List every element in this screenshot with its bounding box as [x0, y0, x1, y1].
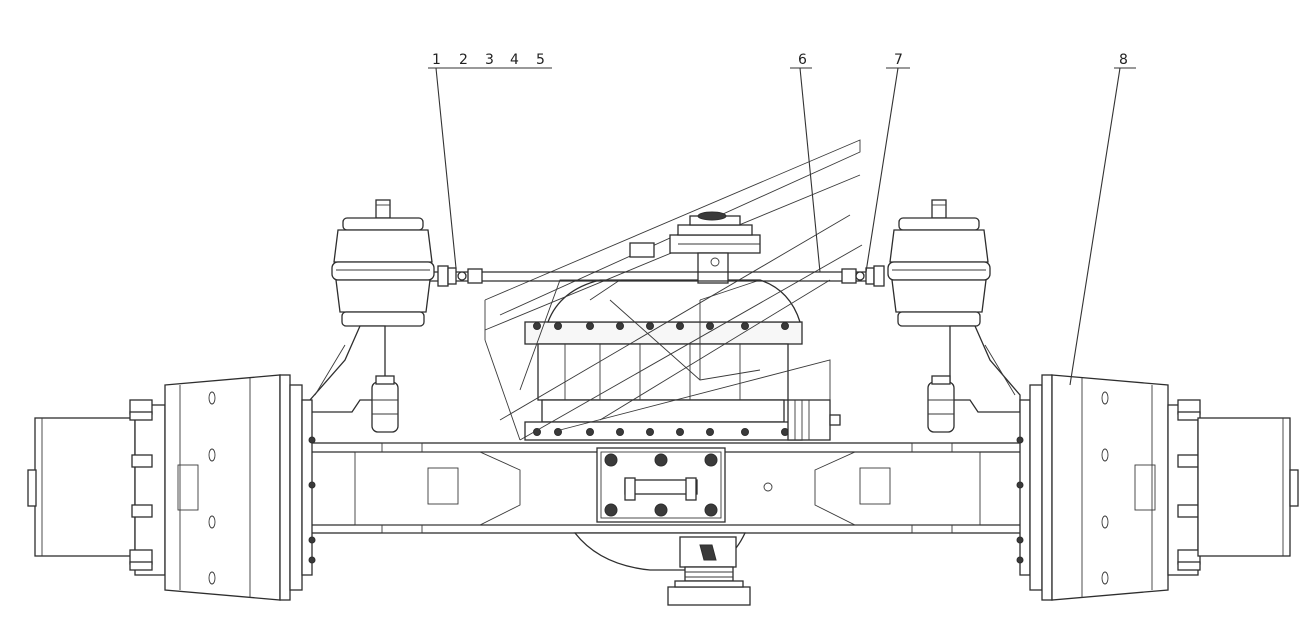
- left-wheel-hub: [27, 374, 316, 601]
- callout-6: 6: [798, 52, 807, 68]
- input-flange-bottom: [573, 532, 751, 606]
- callout-2: 2: [459, 52, 468, 68]
- callout-4: 4: [510, 52, 519, 68]
- callout-5: 5: [536, 52, 545, 68]
- center-mount-plate: [596, 447, 773, 523]
- differential-housing: [484, 139, 863, 441]
- right-wheel-hub: [1016, 374, 1299, 601]
- air-line-tube: [430, 265, 885, 287]
- left-air-chamber: [309, 199, 435, 433]
- right-air-chamber: [887, 199, 1021, 433]
- callout-leaders: [428, 67, 1136, 386]
- callout-1: 1: [432, 52, 441, 68]
- callout-8: 8: [1119, 52, 1128, 68]
- callout-3: 3: [485, 52, 494, 68]
- callout-7: 7: [894, 52, 903, 68]
